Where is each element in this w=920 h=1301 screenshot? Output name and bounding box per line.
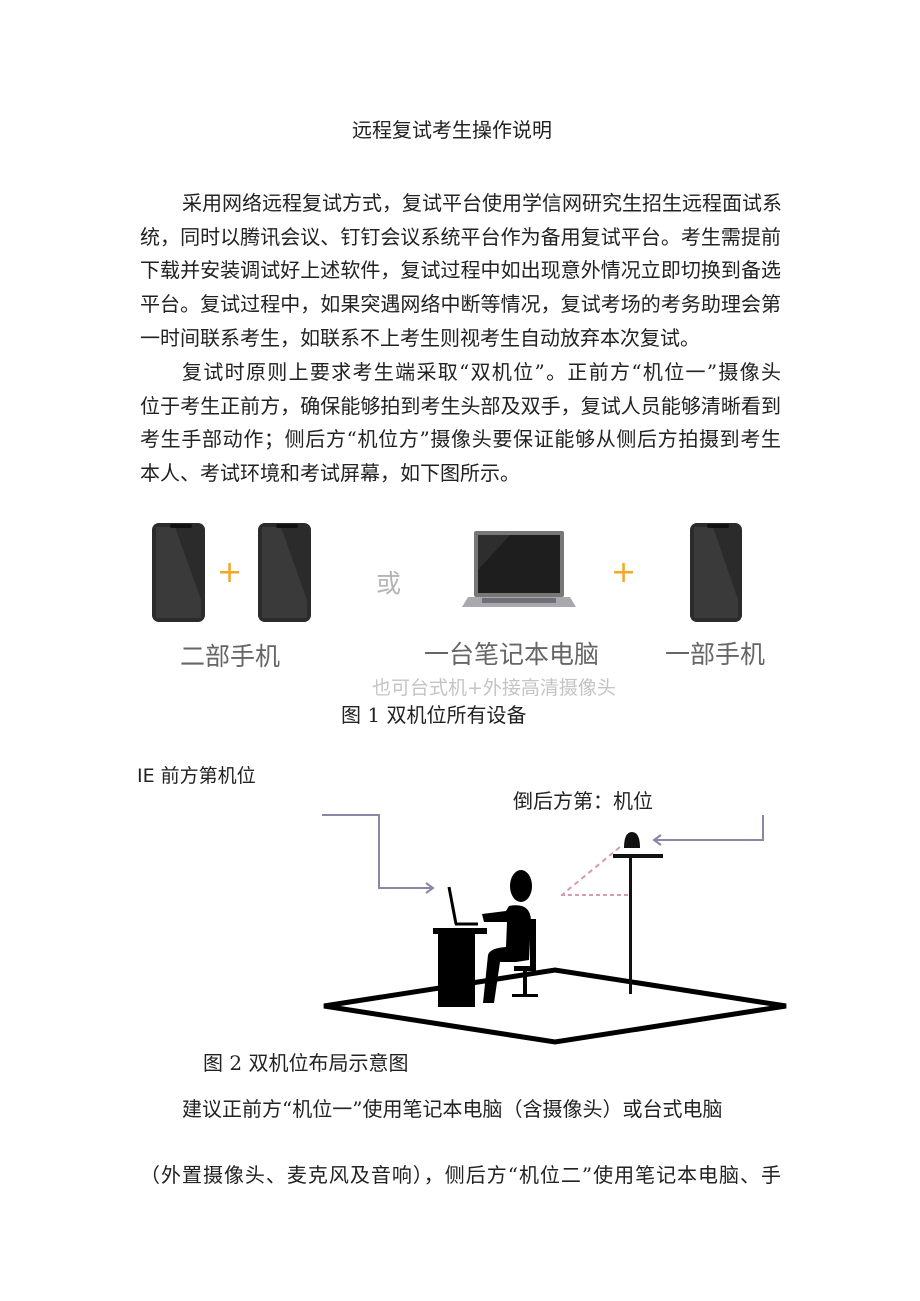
laptop-icon xyxy=(462,531,576,607)
plus-icon: + xyxy=(217,555,243,590)
desk-laptop-icon xyxy=(433,886,487,1007)
floor-shape xyxy=(323,967,787,1045)
camera-icon xyxy=(613,832,663,994)
person-icon xyxy=(482,870,538,1003)
paragraph-line: 本人、考试环境和考试屏幕，如下图所示。 xyxy=(140,461,520,485)
front-camera-label: IE 前方第机位 xyxy=(137,765,256,787)
rear-arrow xyxy=(655,815,764,841)
paragraph-line: 考生手部动作；侧后方“机位方”摄像头要保证能够从侧后方拍摄到考生 xyxy=(140,427,781,451)
phone-icon xyxy=(152,523,205,622)
figure1-caption: 图 1 双机位所有设备 xyxy=(341,703,527,727)
page-title: 远程复试考生操作说明 xyxy=(352,118,552,142)
or-label: 或 xyxy=(376,569,402,598)
phone-icon xyxy=(690,523,742,622)
sub-note: 也可台式机+外接高清摄像头 xyxy=(372,677,616,699)
paragraph-line: 统，同时以腾讯会议、钉钉会议系统平台作为备用复试平台。考生需提前 xyxy=(140,225,781,249)
paragraph-line: 平台。复试过程中，如果突遇网络中断等情况，复试考场的考务助理会第 xyxy=(140,292,781,316)
paragraph-line: （外置摄像头、麦克风及音响），侧后方“机位二”使用笔记本电脑、手 xyxy=(140,1163,781,1187)
two-phones-label: 二部手机 xyxy=(180,642,281,671)
rear-camera-label: 倒后方第：机位 xyxy=(513,789,653,813)
paragraph-line: 建议正前方“机位一”使用笔记本电脑（含摄像头）或台式电脑 xyxy=(182,1097,723,1121)
phone-icon xyxy=(258,523,311,622)
plus-icon: + xyxy=(611,555,637,590)
laptop-label: 一台笔记本电脑 xyxy=(424,640,600,669)
front-arrow xyxy=(322,814,432,889)
figure2-caption: 图 2 双机位布局示意图 xyxy=(203,1051,409,1075)
paragraph-line: 位于考生正前方，确保能够拍到考生头部及双手，复试人员能够清晰看到 xyxy=(140,394,781,418)
paragraph-line: 下载并安装调试好上述软件，复试过程中如出现意外情况立即切换到备选 xyxy=(140,258,781,282)
paragraph-line: 采用网络远程复试方式，复试平台使用学信网研究生招生远程面试系 xyxy=(182,191,782,215)
one-phone-label: 一部手机 xyxy=(665,640,766,669)
paragraph-line: 一时间联系考生，如联系不上考生则视考生自动放弃本次复试。 xyxy=(140,326,700,350)
paragraph-line: 复试时原则上要求考生端采取“双机位”。正前方“机位一”摄像头 xyxy=(182,360,781,384)
